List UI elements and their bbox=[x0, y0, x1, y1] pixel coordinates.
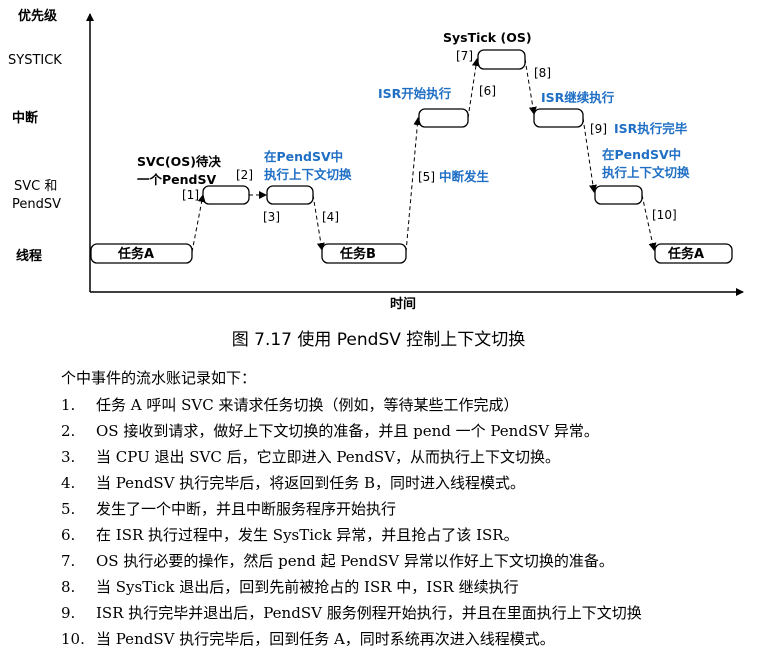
isr-box-1 bbox=[418, 108, 469, 128]
step-number: 8. bbox=[61, 578, 76, 596]
annotation-isr-continue: ISR继续执行 bbox=[541, 90, 615, 105]
level-label-svc: SVC 和 bbox=[14, 179, 57, 194]
step-tag-7: [7] bbox=[456, 49, 473, 63]
step-text: 在 ISR 执行过程中，发生 SysTick 异常，并且抢占了该 ISR。 bbox=[96, 526, 519, 544]
annotation-svc-line1: SVC(OS)待决 bbox=[137, 154, 221, 169]
task-b-label: 任务B bbox=[339, 246, 376, 262]
list-item: 7. OS 执行必要的操作，然后 pend 起 PendSV 异常以作好上下文切换… bbox=[61, 548, 642, 574]
list-item: 9. ISR 执行完毕并退出后，PendSV 服务例程开始执行，并且在里面执行上下… bbox=[61, 600, 642, 626]
level-label-systick: SYSTICK bbox=[8, 53, 62, 68]
step-tag-2: [2] bbox=[236, 168, 253, 182]
step-number: 5. bbox=[61, 500, 76, 518]
step-number: 3. bbox=[61, 448, 76, 466]
annotation-isr-start: ISR开始执行 bbox=[378, 86, 452, 101]
step-number: 7. bbox=[61, 552, 76, 570]
annotation-pendsv1-line2: 执行上下文切换 bbox=[264, 167, 352, 182]
figure-caption: 图 7.17 使用 PendSV 控制上下文切换 bbox=[231, 330, 526, 350]
step-tag-10: [10] bbox=[652, 208, 677, 222]
x-axis-label: 时间 bbox=[390, 296, 416, 312]
task-b-box bbox=[321, 243, 407, 264]
annotation-systick: SysTick (OS) bbox=[443, 30, 532, 45]
transition-6 bbox=[467, 58, 480, 119]
step-number: 9. bbox=[61, 604, 76, 622]
step-number: 2. bbox=[61, 422, 76, 440]
step-tag-6: [6] bbox=[479, 84, 496, 98]
step-number: 1. bbox=[61, 396, 76, 414]
step-text: 当 CPU 退出 SVC 后，它立即进入 PendSV，从而执行上下文切换。 bbox=[96, 448, 561, 466]
step-tag-5: [5] bbox=[418, 170, 435, 184]
list-item: 3. 当 CPU 退出 SVC 后，它立即进入 PendSV，从而执行上下文切换。 bbox=[61, 444, 642, 470]
list-item: 2. OS 接收到请求，做好上下文切换的准备，并且 pend 一个 PendSV … bbox=[61, 418, 642, 444]
list-item: 6. 在 ISR 执行过程中，发生 SysTick 异常，并且抢占了该 ISR。 bbox=[61, 522, 642, 548]
pendsv-timeline-diagram: 优先级 时间 SYSTICK 中断 SVC 和 PendSV 线程 任务A 任务… bbox=[8, 8, 744, 312]
intro-text: 个中事件的流水账记录如下： bbox=[61, 369, 257, 387]
transition-5 bbox=[405, 117, 422, 253]
isr-box-2 bbox=[533, 108, 584, 128]
step-number: 4. bbox=[61, 474, 76, 492]
y-axis-label: 优先级 bbox=[18, 8, 58, 24]
transition-4 bbox=[312, 194, 325, 251]
list-item: 1. 任务 A 呼叫 SVC 来请求任务切换（例如，等待某些工作完成） bbox=[61, 392, 642, 418]
level-label-interrupt: 中断 bbox=[12, 110, 38, 126]
step-tag-3: [3] bbox=[263, 210, 280, 224]
step-text: ISR 执行完毕并退出后，PendSV 服务例程开始执行，并且在里面执行上下文切… bbox=[96, 604, 642, 622]
task-a-box bbox=[90, 243, 193, 264]
pendsv-box-2 bbox=[594, 185, 643, 205]
annotation-svc-line2: 一个PendSV bbox=[137, 172, 216, 187]
annotation-pendsv1-line1: 在PendSV中 bbox=[264, 149, 343, 164]
step-number: 10. bbox=[61, 630, 85, 648]
svc-box bbox=[202, 185, 250, 205]
step-text: 任务 A 呼叫 SVC 来请求任务切换（例如，等待某些工作完成） bbox=[96, 396, 519, 414]
transition-8 bbox=[524, 58, 537, 115]
transition-1 bbox=[191, 194, 206, 253]
level-label-pendsv: PendSV bbox=[12, 197, 61, 212]
pendsv-box-1 bbox=[266, 185, 314, 205]
list-item: 4. 当 PendSV 执行完毕后，将返回到任务 B，同时进入线程模式。 bbox=[61, 470, 642, 496]
step-text: 当 PendSV 执行完毕后，回到任务 A，同时系统再次进入线程模式。 bbox=[96, 630, 555, 648]
step-tag-4: [4] bbox=[322, 210, 339, 224]
task-a-box-2 bbox=[654, 243, 733, 264]
task-a-label: 任务A bbox=[117, 246, 154, 262]
step-number: 6. bbox=[61, 526, 76, 544]
step-tag-1: [1] bbox=[182, 188, 199, 202]
annotation-pendsv2-line2: 执行上下文切换 bbox=[602, 165, 690, 180]
systick-box bbox=[477, 49, 526, 70]
list-item: 5. 发生了一个中断，并且中断服务程序开始执行 bbox=[61, 496, 642, 522]
step-text: OS 执行必要的操作，然后 pend 起 PendSV 异常以作好上下文切换的准… bbox=[96, 552, 614, 570]
transition-9 bbox=[582, 117, 597, 193]
step-text: 当 SysTick 退出后，回到先前被抢占的 ISR 中，ISR 继续执行 bbox=[96, 578, 519, 596]
transition-10 bbox=[641, 194, 657, 251]
annotation-interrupt: 中断发生 bbox=[439, 169, 490, 184]
step-text: OS 接收到请求，做好上下文切换的准备，并且 pend 一个 PendSV 异常… bbox=[96, 422, 599, 440]
step-tag-8: [8] bbox=[534, 66, 551, 80]
step-text: 发生了一个中断，并且中断服务程序开始执行 bbox=[96, 500, 397, 518]
task-a-label-2: 任务A bbox=[667, 246, 704, 262]
level-label-thread: 线程 bbox=[16, 248, 42, 264]
steps-list: 1. 任务 A 呼叫 SVC 来请求任务切换（例如，等待某些工作完成） 2. OS … bbox=[61, 392, 642, 652]
step-text: 当 PendSV 执行完毕后，将返回到任务 B，同时进入线程模式。 bbox=[96, 474, 525, 492]
list-item: 10. 当 PendSV 执行完毕后，回到任务 A，同时系统再次进入线程模式。 bbox=[61, 626, 642, 652]
annotation-pendsv2-line1: 在PendSV中 bbox=[602, 147, 681, 162]
step-tag-9: [9] bbox=[590, 122, 607, 136]
list-item: 8. 当 SysTick 退出后，回到先前被抢占的 ISR 中，ISR 继续执行 bbox=[61, 574, 642, 600]
annotation-isr-done: ISR执行完毕 bbox=[614, 121, 688, 136]
